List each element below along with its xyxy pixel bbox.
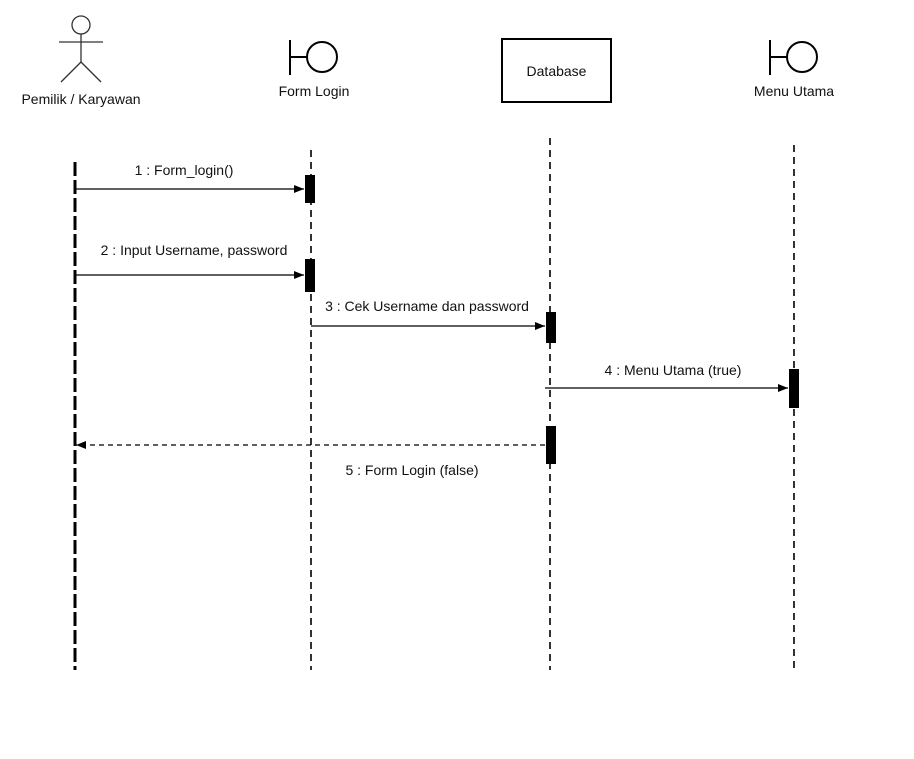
message-2-label: 2 : Input Username, password: [101, 242, 288, 258]
message-1-label: 1 : Form_login(): [135, 162, 234, 178]
menu-utama-boundary-icon: [769, 40, 818, 75]
activation-bar: [305, 175, 315, 203]
form-login-label: Form Login: [279, 83, 350, 99]
actor-label: Pemilik / Karyawan: [21, 91, 140, 107]
actor-stick-figure-icon: [59, 15, 103, 83]
activation-bar: [305, 259, 315, 292]
message-3-label: 3 : Cek Username dan password: [325, 298, 529, 314]
database-label: Database: [527, 63, 587, 79]
message-5-label: 5 : Form Login (false): [345, 462, 478, 478]
activation-bar: [546, 312, 556, 343]
form-login-boundary-icon: [289, 40, 338, 75]
activation-bar: [789, 369, 799, 408]
activation-bar: [546, 426, 556, 464]
message-4-label: 4 : Menu Utama (true): [605, 362, 742, 378]
menu-utama-label: Menu Utama: [754, 83, 834, 99]
database-box: [501, 38, 612, 103]
